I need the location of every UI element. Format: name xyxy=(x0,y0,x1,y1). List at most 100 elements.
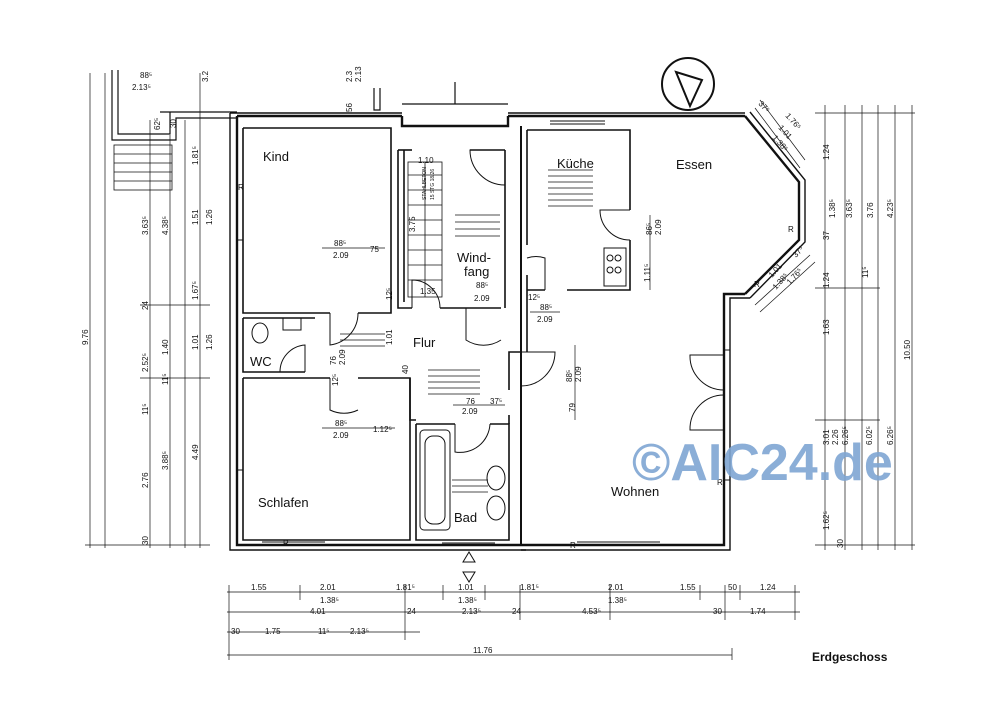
room-label-schlafen: Schlafen xyxy=(258,495,309,510)
dim-label: 6.26⁵ xyxy=(841,426,850,445)
dim-label: 2.01 xyxy=(608,583,624,592)
dim-label: 1.35 xyxy=(420,287,436,296)
interior-dimensions: 88⁵ 2.09 75 1.10 3.75 88⁵ 2.09 1.35 12⁵ … xyxy=(329,156,663,440)
dim-label: 1.40 xyxy=(161,339,170,355)
dim-label: 1.26 xyxy=(205,209,214,225)
dim-label: 1.38⁵ xyxy=(608,596,627,605)
dim-label: 37 xyxy=(822,231,831,240)
dim-label: 1.10 xyxy=(418,156,434,165)
stairs xyxy=(113,144,593,493)
section-arrow-icon xyxy=(462,551,476,563)
dim-label: 3.01 xyxy=(822,429,831,445)
dim-label: 1.01 xyxy=(385,329,394,345)
dim-label: 1.55 xyxy=(680,583,696,592)
radiator-marker: R xyxy=(788,225,794,234)
dim-label: 30 xyxy=(713,607,722,616)
radiator-marker: R xyxy=(717,478,723,487)
dim-label: 30 xyxy=(836,539,845,548)
left-dimensions: 9.76 3.63⁵ 4.38⁵ 1.51 1.26 1.81⁵ 1.67⁵ 1… xyxy=(81,146,214,545)
dim-label: 1.12⁵ xyxy=(373,425,392,434)
dim-label: 88⁵ xyxy=(540,303,552,312)
bottom-dimensions-row3: 4.01 24 2.13⁵ 24 4.53⁵ 30 1.74 xyxy=(310,607,766,616)
fixtures xyxy=(251,247,627,531)
dim-label: 2.09 xyxy=(462,407,478,416)
dim-label: 4.38⁵ xyxy=(161,216,170,235)
dim-label: 11⁵ xyxy=(141,403,150,415)
radiator-marker: R xyxy=(570,541,576,550)
dim-label: 24 xyxy=(141,301,150,310)
doors xyxy=(279,149,725,453)
dim-label: 1.38⁵ xyxy=(458,596,477,605)
dim-label: 10.50 xyxy=(903,339,912,360)
dim-label: 88⁵ xyxy=(565,370,574,382)
dim-label: 11⁵ xyxy=(161,373,170,385)
dim-label: 88⁵ xyxy=(335,419,347,428)
room-label-wind: Wind- xyxy=(457,250,491,265)
room-label-flur: Flur xyxy=(413,335,436,350)
dim-label: 1.24 xyxy=(822,144,831,160)
bottom-dimensions-row2: 1.38⁵ 1.38⁵ 1.38⁵ xyxy=(320,596,627,605)
dim-label: 2.09 xyxy=(654,219,663,235)
dim-label: 4.23⁵ xyxy=(886,199,895,218)
dim-label: 9.76 xyxy=(81,329,90,345)
dim-label: 3.88⁵ xyxy=(161,451,170,470)
dim-label: 76 xyxy=(466,397,475,406)
terrace xyxy=(111,70,456,141)
dim-label: 2.09 xyxy=(574,366,583,382)
dim-label: 2.09 xyxy=(537,315,553,324)
room-label-bad: Bad xyxy=(454,510,477,525)
dim-label: 1.38⁵ xyxy=(320,596,339,605)
dim-label: 24 xyxy=(512,607,521,616)
dim-label: 12⁵ xyxy=(528,293,540,302)
dim-label: 37⁵ xyxy=(490,397,502,406)
dim-label: 1.76⁵ xyxy=(785,266,804,286)
dim-label: 11⁵ xyxy=(861,266,870,278)
dim-label: 2.09 xyxy=(333,251,349,260)
dim-label: 1.26 xyxy=(205,334,214,350)
dim-label: 1.38⁵ xyxy=(828,199,837,218)
dim-label: 86⁵ xyxy=(645,223,654,235)
dim-label: 30 xyxy=(169,119,178,128)
room-label-wc: WC xyxy=(250,354,272,369)
top-dimensions: 88⁵ 2.13⁵ 62⁵ 3.2 2.3 2.13 56 30 xyxy=(132,66,363,130)
dim-label: 2.09 xyxy=(474,294,490,303)
dim-total-width: 11.76 xyxy=(473,646,493,655)
dim-label: 76 xyxy=(329,356,338,365)
plan-caption: Erdgeschoss xyxy=(812,650,888,664)
dimension-lines xyxy=(85,73,915,660)
dim-label: 56 xyxy=(345,103,354,112)
dim-label: 30 xyxy=(231,627,240,636)
stair-note-1: STAHLBETON xyxy=(422,167,428,200)
radiator-marker: R xyxy=(754,280,760,289)
dim-label: 3.63⁵ xyxy=(845,199,854,218)
dim-label: 88⁵ xyxy=(140,71,152,80)
dim-label: 40 xyxy=(401,365,410,374)
dim-label: 2.13 xyxy=(354,66,363,82)
dim-label: 3.76 xyxy=(866,202,875,218)
stair-note-2: 15 STG 18/26 xyxy=(430,169,436,200)
dim-label: 1.01 xyxy=(458,583,474,592)
dim-label: 1.75 xyxy=(265,627,281,636)
dim-label: 2.76 xyxy=(141,472,150,488)
dim-label: 11⁵ xyxy=(318,627,330,636)
dim-label: 3.2 xyxy=(201,70,210,82)
dim-label: 75 xyxy=(370,245,379,254)
dim-label: 79 xyxy=(568,403,577,412)
right-dimensions: 1.24 1.38⁵ 3.63⁵ 3.76 4.23⁵ 1.24 1.63 10… xyxy=(822,144,912,548)
dim-label: 62⁵ xyxy=(153,118,162,130)
section-arrow-icon xyxy=(462,571,476,583)
dim-label: 1.01 xyxy=(191,334,200,350)
dim-label: 50 xyxy=(728,583,737,592)
dim-label: 1.11⁵ xyxy=(643,264,652,282)
dim-label: 1.62⁵ xyxy=(822,511,831,530)
dim-label: 30 xyxy=(141,536,150,545)
dim-label: 2.09 xyxy=(333,431,349,440)
dim-label: 2.26 xyxy=(831,429,840,445)
dim-label: 1.51 xyxy=(191,209,200,225)
dim-label: 12⁵ xyxy=(385,288,394,300)
watermark: ©AIC24.de xyxy=(632,434,893,492)
dim-label: 3.75 xyxy=(408,216,417,232)
dim-label: 6.02⁵ xyxy=(865,426,874,445)
dim-label: 2.13⁵ xyxy=(462,607,481,616)
